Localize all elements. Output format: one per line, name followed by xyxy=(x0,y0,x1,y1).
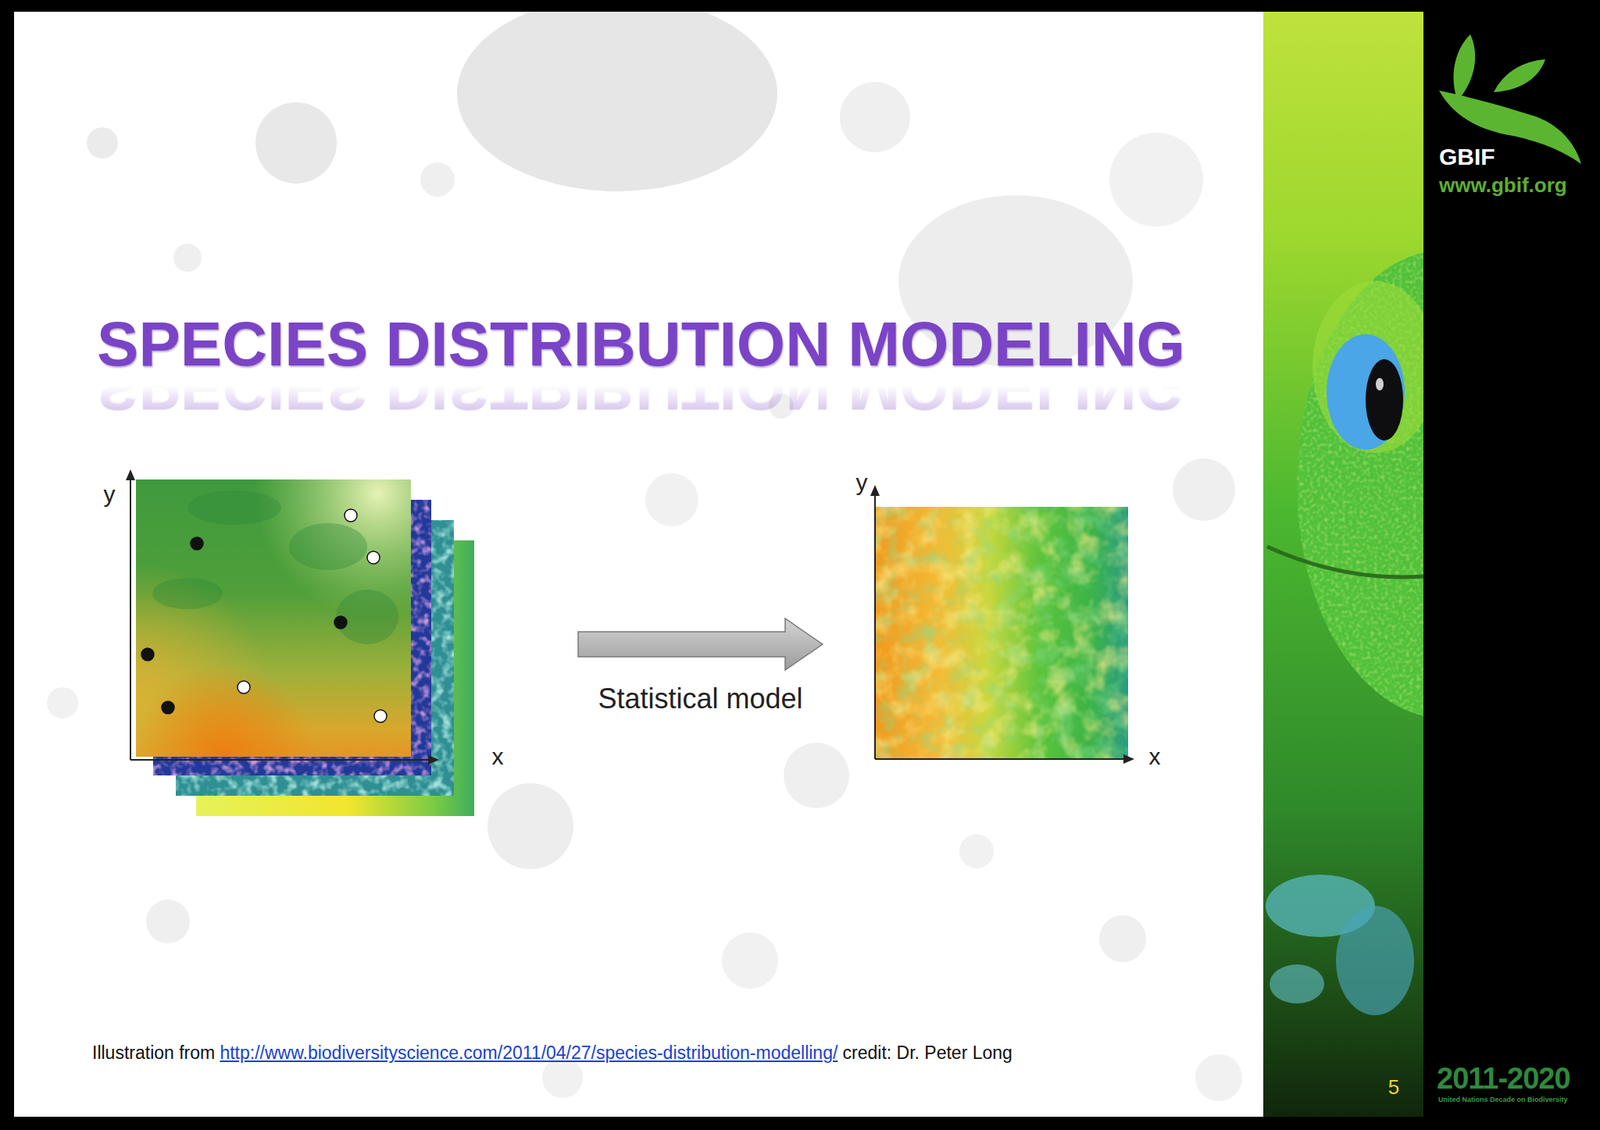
raster-shading xyxy=(135,479,411,758)
ridge xyxy=(187,490,282,525)
lizard-eye xyxy=(1365,359,1404,441)
logo-leaf xyxy=(1453,34,1475,99)
absence-point xyxy=(374,710,387,723)
blotch xyxy=(173,243,202,272)
axis-label: x xyxy=(492,743,504,772)
eye-highlight xyxy=(1375,378,1384,391)
axis-label: y xyxy=(856,469,868,497)
block-arrow xyxy=(578,618,823,671)
absence-point xyxy=(237,681,250,694)
blotch xyxy=(959,834,994,869)
blotch xyxy=(1109,132,1204,227)
logo-text: GBIF xyxy=(1439,145,1496,169)
blotch xyxy=(420,162,455,197)
ridge xyxy=(289,523,368,571)
presence-point xyxy=(190,537,204,550)
background-blotches xyxy=(46,11,1243,1102)
slide-title: SPECIES DISTRIBUTION MODELING xyxy=(96,312,1186,375)
blotch xyxy=(645,473,699,527)
edge-label: Statistical model xyxy=(597,682,803,715)
blotch xyxy=(86,127,118,159)
blotch xyxy=(542,1057,583,1099)
prediction-map xyxy=(870,485,1135,765)
lizard-scales xyxy=(1296,250,1424,719)
lizard-eye-ring xyxy=(1326,334,1405,450)
lizard-mouth xyxy=(1267,546,1424,578)
blotch xyxy=(783,742,850,809)
presence-point xyxy=(161,701,175,715)
caption-credit: credit: Dr. Peter Long xyxy=(842,1042,1013,1064)
y-axis xyxy=(129,478,132,761)
decade-subtitle: United Nations Decade on Biodiversity xyxy=(1438,1096,1568,1104)
suitability-raster xyxy=(875,507,1129,760)
logo-leaf xyxy=(1493,59,1546,93)
blotch xyxy=(255,102,337,184)
suitability-texture xyxy=(875,507,1129,760)
y-axis xyxy=(874,493,876,760)
blotch xyxy=(1099,915,1147,963)
blotch xyxy=(721,932,779,990)
blotch xyxy=(457,11,778,192)
absence-point xyxy=(367,551,380,565)
elevation-raster xyxy=(135,479,411,758)
lizard-highlight xyxy=(1312,281,1424,454)
absence-point xyxy=(344,509,358,522)
raster-shading xyxy=(135,479,411,758)
x-axis xyxy=(875,758,1127,761)
blotch xyxy=(1195,1054,1243,1102)
lizard-foot xyxy=(1335,906,1415,1016)
axis-arrowhead xyxy=(428,755,440,765)
axis-arrowhead xyxy=(125,469,136,481)
blotch xyxy=(839,82,911,153)
presence-point xyxy=(334,616,347,629)
lizard-photo xyxy=(1263,11,1424,1118)
caption-line: Illustration fromhttp://www.biodiversity… xyxy=(92,1042,1013,1065)
x-axis xyxy=(130,759,432,761)
blotch xyxy=(487,783,574,870)
ridge xyxy=(335,589,399,645)
predictor-panel: yx xyxy=(97,460,579,829)
blotch xyxy=(1172,458,1236,522)
occurrence-points xyxy=(141,509,387,723)
blotch xyxy=(46,687,79,719)
raster-ridges xyxy=(152,490,399,645)
predictor-layer-stack xyxy=(125,469,475,817)
lizard-head xyxy=(1296,250,1424,719)
blotch xyxy=(146,900,190,944)
blotch xyxy=(768,393,794,419)
axis-label: y xyxy=(103,481,116,509)
caption-text: Illustration from xyxy=(92,1042,215,1064)
presence-point xyxy=(141,648,154,661)
axis-label: x xyxy=(1149,743,1161,772)
ridge xyxy=(152,578,223,610)
decade-logo: 2011-2020 xyxy=(1436,1064,1571,1094)
logo-url: www.gbif.org xyxy=(1439,175,1568,196)
prediction-panel: yx xyxy=(822,460,1183,829)
suitability-texture xyxy=(875,507,1129,760)
axis-arrowhead xyxy=(1123,754,1135,765)
axis-arrowhead xyxy=(870,485,880,497)
lizard-toe xyxy=(1269,964,1325,1004)
raster-shading xyxy=(135,479,411,758)
source-link: http://www.biodiversityscience.com/2011/… xyxy=(219,1042,838,1064)
page-number: 5 xyxy=(1388,1076,1400,1100)
